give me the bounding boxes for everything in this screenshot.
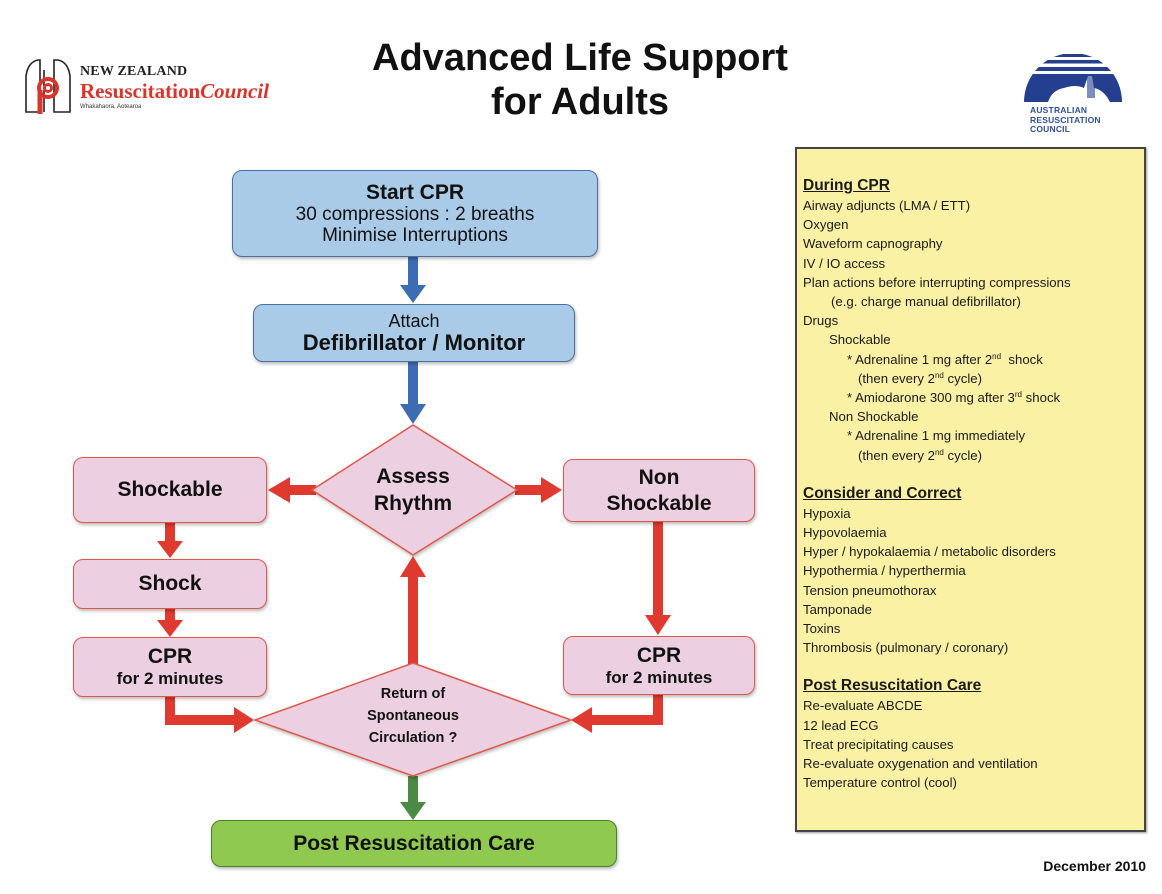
drug-item-adrenaline-non-shockable-frequency: (then every 2nd cycle) xyxy=(858,447,982,463)
nz-logo-name: ResuscitationCouncil xyxy=(80,79,270,103)
rosc-line: Return of xyxy=(380,686,446,702)
globe-stripes-icon xyxy=(1024,54,1122,102)
attach-label: Attach xyxy=(388,311,440,331)
list-item: Hypoxia xyxy=(803,505,851,521)
list-item: Hypovolaemia xyxy=(803,525,887,541)
arrow-shockable-to-shock xyxy=(157,523,183,558)
list-item: Thrombosis (pulmonary / coronary) xyxy=(803,640,1009,656)
au-logo-line: COUNCIL xyxy=(1030,124,1071,134)
start-cpr-title: Start CPR xyxy=(365,181,465,204)
non-label: Non xyxy=(638,465,680,489)
info-panel: During CPR Airway adjuncts (LMA / ETT) O… xyxy=(795,147,1146,832)
list-item: IV / IO access xyxy=(803,255,886,271)
list-item: Drugs xyxy=(803,313,839,329)
arrow-assess-to-shockable xyxy=(268,477,316,503)
arrow-attach-to-assess xyxy=(400,362,426,424)
lungs-spiral-icon xyxy=(25,59,71,114)
cpr-left-title: CPR xyxy=(147,645,193,668)
cpr-right-duration: for 2 minutes xyxy=(605,667,713,687)
title-line-2: for Adults xyxy=(490,81,669,123)
flowchart-connectors xyxy=(157,257,671,820)
rosc-diamond xyxy=(252,662,574,777)
post-care-heading: Post Resuscitation Care xyxy=(803,677,982,695)
arrow-cpr-right-to-rosc xyxy=(571,695,663,733)
drug-item-adrenaline-non-shockable: * Adrenaline 1 mg immediately xyxy=(847,428,1026,444)
cpr-right-box: CPR for 2 minutes xyxy=(563,636,755,695)
australian-resuscitation-council-logo: AUSTRALIAN RESUSCITATION COUNCIL xyxy=(1018,24,1128,148)
shock-box: Shock xyxy=(73,559,267,609)
cpr-left-box: CPR for 2 minutes xyxy=(73,637,267,697)
assess-rhythm-label: Assess Rhythm xyxy=(332,463,494,517)
cpr-left-duration: for 2 minutes xyxy=(116,669,224,688)
start-cpr-ratio: 30 compressions : 2 breaths xyxy=(295,204,535,225)
shockable-label: Shockable xyxy=(606,491,712,515)
rhythm-line: Rhythm xyxy=(373,492,453,515)
rosc-line: Circulation ? xyxy=(368,730,458,746)
list-item: Toxins xyxy=(803,621,841,637)
arrow-rosc-to-assess xyxy=(400,556,426,664)
drug-item-amiodarone: * Amiodarone 300 mg after 3rd shock xyxy=(847,390,1061,406)
list-item: Re-evaluate oxygenation and ventilation xyxy=(803,756,1038,772)
list-item: Plan actions before interrupting compres… xyxy=(803,274,1071,290)
drug-subgroup-shockable: Shockable xyxy=(829,332,891,348)
shockable-label: Shockable xyxy=(117,478,223,501)
non-shockable-box: Non Shockable xyxy=(563,459,755,522)
alS-flowchart: Start CPR 30 compressions : 2 breaths Mi… xyxy=(73,170,755,867)
nz-resuscitation-council-logo: New Zealand ResuscitationCouncil Whakaha… xyxy=(18,59,269,116)
during-cpr-section: During CPR Airway adjuncts (LMA / ETT) O… xyxy=(803,176,1144,465)
list-item: Tamponade xyxy=(803,601,872,617)
drug-subgroup-non-shockable: Non Shockable xyxy=(829,409,919,425)
arrow-rosc-to-post-care xyxy=(400,776,426,820)
rosc-label: Return of Spontaneous Circulation ? xyxy=(323,683,503,749)
list-item: Tension pneumothorax xyxy=(803,582,937,598)
rosc-line: Spontaneous xyxy=(367,708,459,724)
list-item: Waveform capnography xyxy=(803,236,943,252)
arrow-assess-to-nonshockable xyxy=(515,477,562,503)
list-item: Temperature control (cool) xyxy=(803,775,957,791)
attach-defibrillator-box: Attach Defibrillator / Monitor xyxy=(253,304,575,362)
post-care-section: Post Resuscitation Care Re-evaluate ABCD… xyxy=(803,676,1144,792)
list-item: 12 lead ECG xyxy=(803,717,879,733)
drug-item-adrenaline-shockable-frequency: (then every 2nd cycle) xyxy=(858,370,982,386)
list-item: Oxygen xyxy=(803,217,849,233)
page-title: Advanced Life Support for Adults xyxy=(300,36,860,124)
footer-date: December 2010 xyxy=(1043,858,1146,874)
arrow-cpr-left-to-rosc xyxy=(165,697,254,733)
list-item: Hypothermia / hyperthermia xyxy=(803,563,966,579)
consider-correct-heading: Consider and Correct xyxy=(803,484,962,502)
post-care-label: Post Resuscitation Care xyxy=(293,831,535,855)
assess-line: Assess xyxy=(376,465,450,488)
start-cpr-box: Start CPR 30 compressions : 2 breaths Mi… xyxy=(232,170,598,257)
arrow-shock-to-cpr-left xyxy=(157,609,183,637)
au-logo-text: AUSTRALIAN RESUSCITATION COUNCIL xyxy=(1030,105,1101,135)
arrow-nonshockable-to-cpr-right xyxy=(645,522,671,635)
start-cpr-interruptions: Minimise Interruptions xyxy=(322,225,508,246)
during-cpr-heading: During CPR xyxy=(803,177,890,194)
list-item: Re-evaluate ABCDE xyxy=(803,698,923,714)
list-item: Hyper / hypokalaemia / metabolic disorde… xyxy=(803,544,1056,560)
au-logo-line: RESUSCITATION xyxy=(1030,114,1101,125)
drug-item-adrenaline-shockable: * Adrenaline 1 mg after 2nd shock xyxy=(847,351,1043,367)
title-line-1: Advanced Life Support xyxy=(372,37,788,79)
list-item: (e.g. charge manual defibrillator) xyxy=(831,294,1021,310)
assess-rhythm-diamond xyxy=(310,424,519,556)
arrow-start-to-attach xyxy=(400,257,426,303)
consider-correct-section: Consider and Correct Hypoxia Hypovolaemi… xyxy=(803,484,1144,658)
shockable-box: Shockable xyxy=(73,457,267,523)
au-logo-line: AUSTRALIAN xyxy=(1030,105,1088,115)
shock-label: Shock xyxy=(138,572,202,595)
cpr-right-title: CPR xyxy=(636,643,682,667)
list-item: Airway adjuncts (LMA / ETT) xyxy=(803,198,971,213)
list-item: Treat precipitating causes xyxy=(803,736,954,752)
defibrillator-monitor-label: Defibrillator / Monitor xyxy=(302,330,526,355)
nz-logo-country: New Zealand xyxy=(80,64,188,79)
post-resuscitation-care-box: Post Resuscitation Care xyxy=(211,820,617,867)
nz-logo-subtitle: Whakahaora, Aotearoa xyxy=(80,104,142,110)
